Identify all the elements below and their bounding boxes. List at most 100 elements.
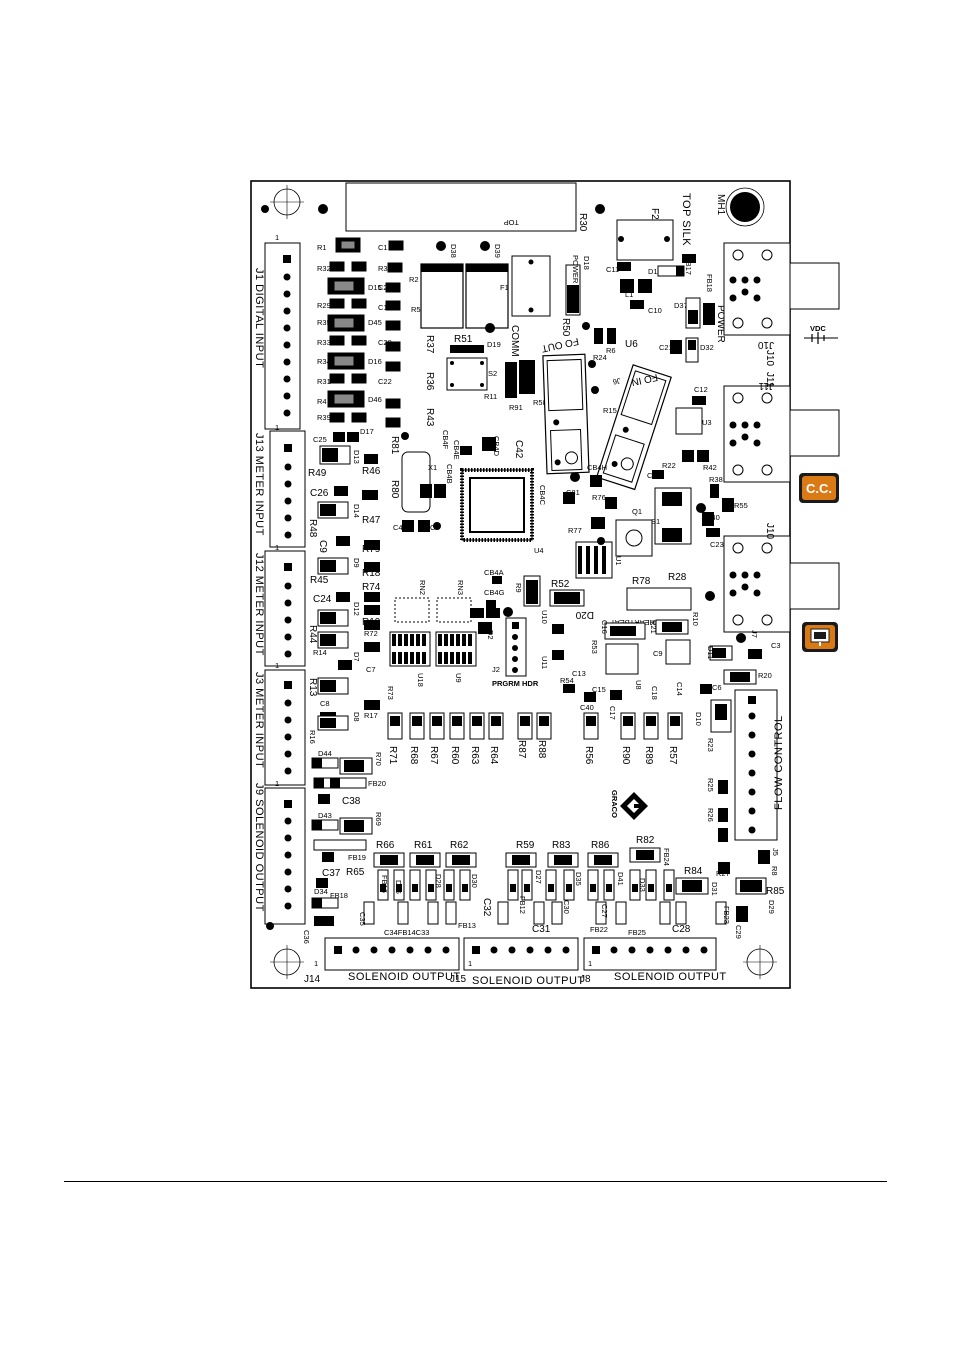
svg-text:C13: C13 — [572, 669, 586, 678]
j11-label: J11 — [758, 380, 774, 391]
svg-text:R44: R44 — [307, 625, 318, 644]
svg-text:1: 1 — [275, 233, 279, 242]
svg-text:C2: C2 — [378, 283, 388, 292]
svg-text:D15: D15 — [368, 283, 382, 292]
svg-text:R46: R46 — [362, 466, 381, 477]
svg-text:R42: R42 — [703, 463, 717, 472]
svg-text:COMM: COMM — [509, 325, 520, 357]
svg-text:R77: R77 — [568, 526, 582, 535]
svg-text:R83: R83 — [552, 840, 571, 851]
svg-text:R59: R59 — [516, 840, 535, 851]
svg-text:C18: C18 — [650, 686, 659, 700]
svg-text:R71: R71 — [387, 746, 398, 765]
svg-text:1: 1 — [588, 959, 592, 968]
svg-text:D14: D14 — [352, 504, 361, 518]
svg-text:C9: C9 — [317, 540, 328, 553]
svg-text:D13: D13 — [352, 450, 361, 464]
svg-text:FB20: FB20 — [368, 779, 386, 788]
svg-text:C42: C42 — [513, 440, 524, 459]
svg-text:R32: R32 — [317, 264, 331, 273]
solenoid-output-label-3: SOLENOID OUTPUT — [614, 971, 727, 983]
svg-text:CB4B: CB4B — [445, 464, 454, 484]
svg-text:R31: R31 — [317, 377, 331, 386]
svg-text:R78: R78 — [632, 576, 651, 587]
svg-text:R50: R50 — [560, 318, 571, 337]
svg-text:R52: R52 — [551, 579, 570, 590]
svg-text:D29: D29 — [767, 900, 776, 914]
svg-text:1: 1 — [275, 423, 279, 432]
svg-text:FB25: FB25 — [628, 928, 646, 937]
svg-text:C23: C23 — [710, 540, 724, 549]
svg-text:R8: R8 — [770, 866, 779, 876]
svg-text:CB4D: CB4D — [492, 436, 501, 457]
svg-text:CB4F: CB4F — [441, 430, 450, 450]
svg-text:R4: R4 — [317, 397, 327, 406]
svg-text:S2: S2 — [488, 369, 497, 378]
j10-label: J10 — [757, 339, 774, 350]
svg-text:D34: D34 — [314, 887, 328, 896]
flow-control-label: FLOW CONTROL — [773, 715, 785, 810]
svg-text:R74: R74 — [362, 582, 381, 593]
svg-text:R3: R3 — [378, 264, 388, 273]
svg-text:D10: D10 — [694, 712, 703, 726]
svg-text:1: 1 — [275, 661, 279, 670]
j12-label: J12 METER INPUT — [253, 553, 265, 656]
svg-text:POWER: POWER — [715, 305, 726, 343]
svg-text:J11: J11 — [764, 372, 775, 388]
svg-text:R58: R58 — [533, 398, 547, 407]
svg-text:U8: U8 — [634, 680, 643, 690]
svg-text:R86: R86 — [591, 840, 610, 851]
resistor-row: R71 R68 R67 R60 R63 R64 R87 R88 R56 R90 … — [387, 712, 683, 765]
svg-text:FB17: FB17 — [684, 257, 693, 275]
svg-text:X1: X1 — [428, 463, 437, 472]
svg-text:R73: R73 — [386, 686, 395, 700]
svg-text:U4: U4 — [534, 546, 544, 555]
svg-text:FB23: FB23 — [722, 906, 731, 924]
svg-text:R13: R13 — [307, 678, 318, 697]
svg-text:Q1: Q1 — [632, 507, 642, 516]
svg-text:U9: U9 — [454, 673, 463, 683]
svg-text:R21: R21 — [649, 620, 658, 634]
svg-text:R6: R6 — [606, 346, 616, 355]
svg-text:C6: C6 — [712, 683, 722, 692]
svg-text:C37: C37 — [322, 868, 341, 879]
svg-text:GRACO: GRACO — [610, 790, 619, 818]
svg-text:C25: C25 — [313, 435, 327, 444]
svg-text:C26: C26 — [310, 488, 329, 499]
mh1-hole — [730, 192, 760, 222]
svg-text:D7: D7 — [352, 652, 361, 662]
svg-text:FB18: FB18 — [705, 274, 714, 292]
svg-text:D1: D1 — [648, 267, 658, 276]
solenoid-output-label-2: SOLENOID OUTPUT — [472, 975, 585, 987]
svg-text:R9: R9 — [514, 583, 523, 593]
svg-text:D2: D2 — [486, 630, 495, 640]
svg-text:D8: D8 — [352, 712, 361, 722]
svg-text:1: 1 — [468, 959, 472, 968]
svg-text:R25: R25 — [706, 778, 715, 792]
svg-text:D35: D35 — [574, 872, 583, 886]
svg-text:C29: C29 — [734, 925, 743, 939]
left-connectors — [264, 242, 306, 925]
svg-text:D36: D36 — [394, 880, 403, 894]
svg-text:R35: R35 — [317, 318, 331, 327]
svg-text:C28: C28 — [672, 924, 691, 935]
svg-text:R34: R34 — [317, 357, 331, 366]
svg-text:R16: R16 — [308, 730, 317, 744]
svg-text:R67: R67 — [428, 746, 439, 765]
svg-text:R33: R33 — [317, 338, 331, 347]
svg-text:C35: C35 — [358, 912, 367, 926]
graco-logo: GRACO — [610, 790, 648, 820]
j14-label: J14 — [304, 974, 321, 985]
svg-text:J6: J6 — [612, 376, 622, 386]
svg-text:C19: C19 — [378, 303, 392, 312]
svg-text:C16: C16 — [600, 620, 609, 634]
svg-text:U3: U3 — [702, 418, 712, 427]
svg-text:D18: D18 — [582, 256, 591, 270]
svg-text:C40: C40 — [580, 703, 594, 712]
svg-text:R49: R49 — [308, 468, 327, 479]
svg-text:R38: R38 — [709, 475, 723, 484]
svg-text:C24: C24 — [313, 594, 332, 605]
svg-text:FB22: FB22 — [590, 925, 608, 934]
svg-text:R30: R30 — [577, 213, 588, 232]
solenoid-output-label-1: SOLENOID OUTPUT — [348, 971, 461, 983]
